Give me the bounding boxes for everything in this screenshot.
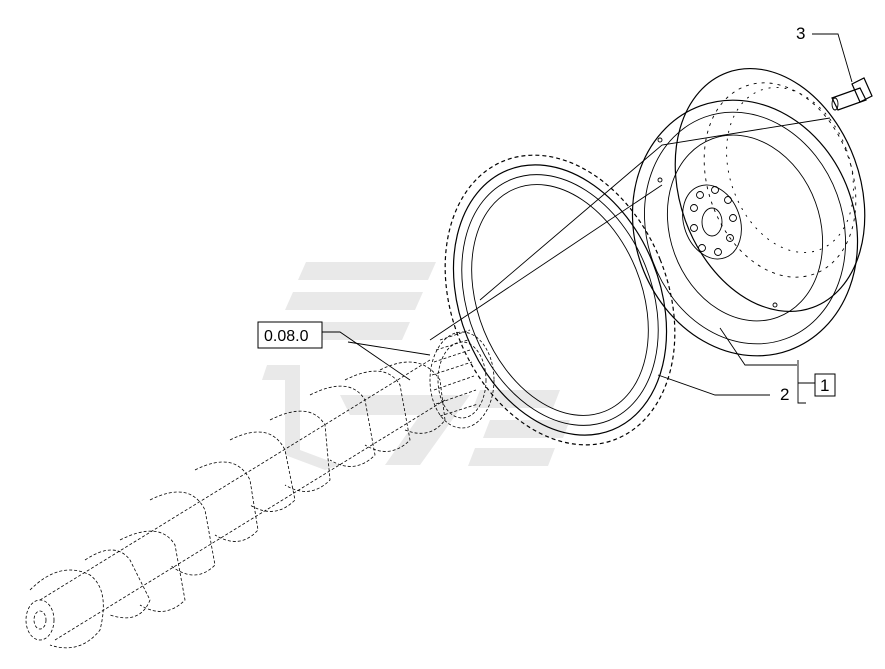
watermark-logo: [262, 262, 570, 470]
flywheel: [631, 67, 866, 357]
ring-gear: [444, 154, 676, 446]
callout-1: 1: [814, 373, 836, 397]
callout-3-label: 3: [796, 24, 805, 43]
reference-callout[interactable]: 0.08.0: [257, 321, 323, 349]
callout-3: 3: [796, 24, 805, 43]
bolt: [831, 77, 873, 111]
callout-2-label: 2: [780, 385, 789, 404]
callout-1-label: 1: [820, 376, 829, 395]
callout-2: 2: [780, 385, 789, 404]
reference-callout-label: 0.08.0: [264, 328, 309, 345]
crankshaft-dashed: [25, 329, 495, 649]
leader-lines: [320, 33, 853, 404]
